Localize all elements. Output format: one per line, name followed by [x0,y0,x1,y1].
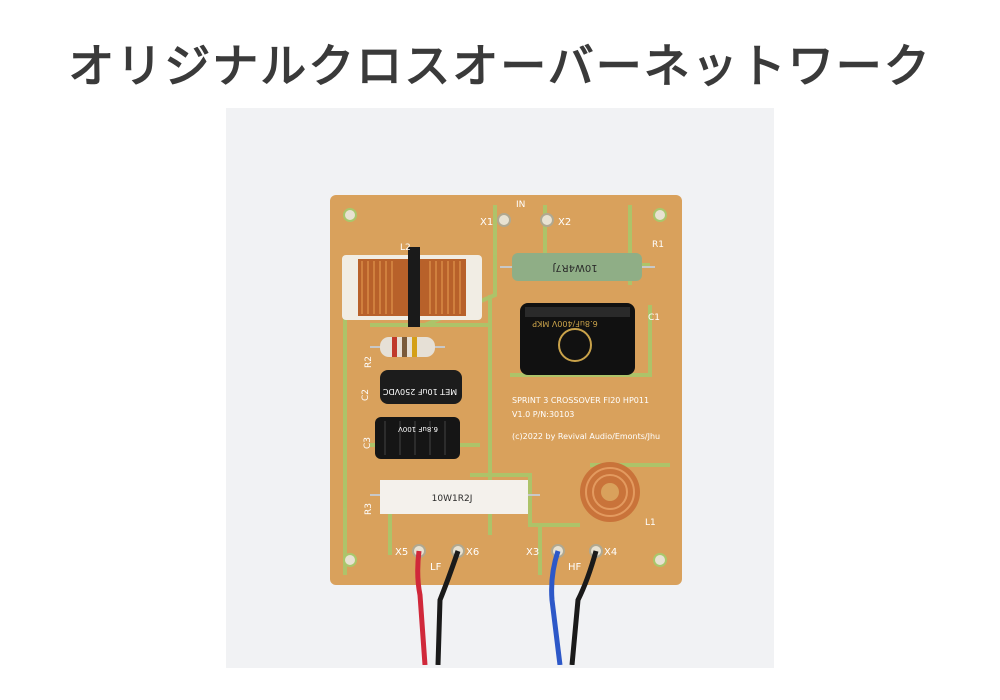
resistor-r1 [500,253,655,281]
inductor-l1 [580,462,640,522]
capacitor-c1 [520,303,635,375]
crossover-pcb-photo: X1 X2 IN X5 X6 LF X3 X4 HF L2 10W4R7J R1… [330,195,682,665]
r2-ref: R2 [364,356,374,368]
capacitor-c2 [380,370,462,404]
terminal-x6-label: X6 [466,547,479,558]
in-label: IN [516,200,525,210]
hf-wire-black [569,550,599,665]
mounting-holes [343,208,667,567]
c1-marking: 6.8uF/400V MKP [532,319,598,328]
c2-ref: C2 [361,389,371,401]
terminal-x3-label: X3 [526,547,539,558]
resistor-r2 [370,337,445,357]
hf-wire-blue [549,550,563,665]
lf-wire-red [415,550,428,665]
inductor-l2 [342,247,482,327]
c2-marking: MET 10uF 250VDC [382,387,457,396]
page-title: オリジナルクロスオーバーネットワーク [68,39,932,93]
terminal-x1-label: X1 [480,217,493,228]
r3-ref: R3 [364,503,374,515]
hf-label: HF [568,562,582,573]
r1-marking: 10W4R7J [552,262,597,273]
l1-ref: L1 [645,518,656,528]
r1-ref: R1 [652,240,664,250]
terminal-x4-label: X4 [604,547,617,558]
c3-marking: 6.8uF 100V [398,425,438,433]
lf-wire-black [435,550,461,665]
terminal-x2-label: X2 [558,217,571,228]
l2-ref: L2 [400,243,411,253]
board-silk-line2: V1.0 P/N:30103 [512,410,574,419]
c1-ref: C1 [648,313,660,323]
lf-label: LF [430,562,442,573]
resistor-r3 [370,480,540,514]
capacitor-c3 [375,417,460,459]
c3-ref: C3 [363,437,373,449]
board-silk-line1: SPRINT 3 CROSSOVER FI20 HP011 [512,396,649,405]
board-silk-line3: (c)2022 by Revival Audio/Emonts/Jhu [512,432,660,441]
terminal-x5-label: X5 [395,547,408,558]
r3-marking: 10W1R2J [432,494,473,504]
